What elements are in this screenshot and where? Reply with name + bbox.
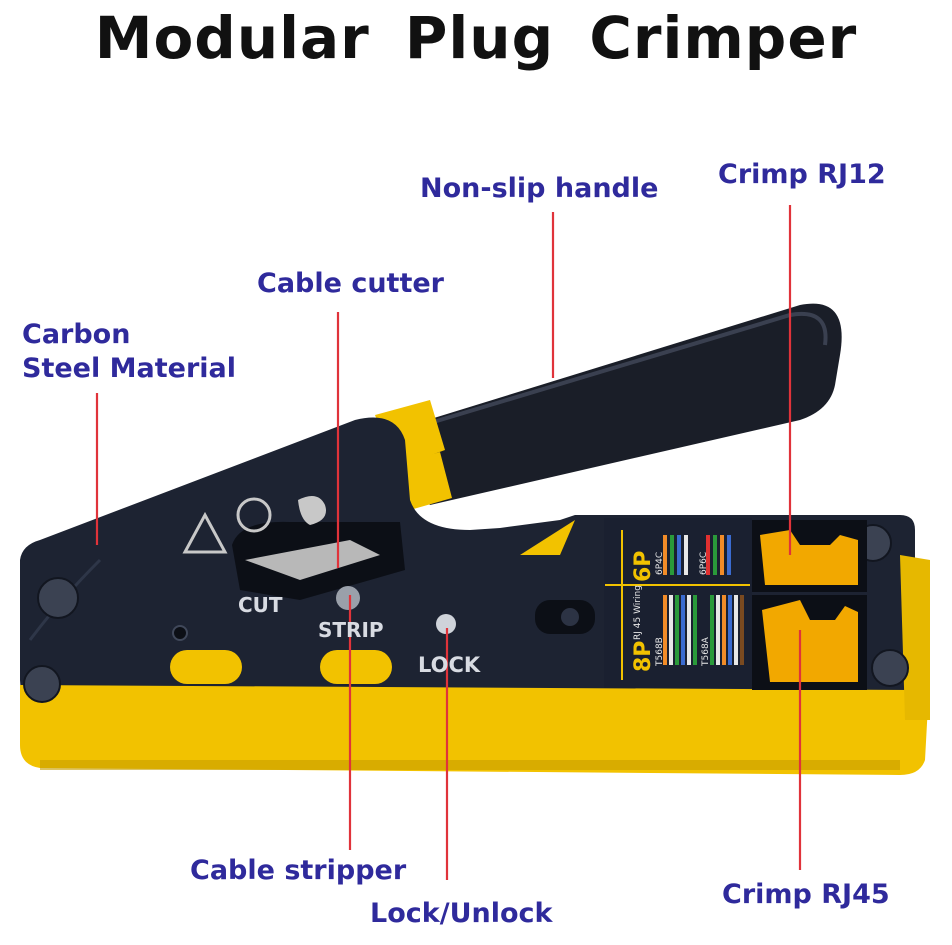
- callout-non-slip-handle: Non-slip handle: [420, 173, 659, 204]
- non-slip-handle-shape: [375, 303, 842, 510]
- marking-6p: 6P: [631, 551, 656, 582]
- crimp-dies: [752, 520, 867, 690]
- marking-8p: 8P: [631, 641, 656, 672]
- yellow-base: [20, 520, 930, 775]
- callout-crimp-rj45: Crimp RJ45: [722, 879, 890, 910]
- callout-crimp-rj12: Crimp RJ12: [718, 159, 886, 190]
- warning-icons: [182, 496, 326, 554]
- marking-t568a: T568A: [701, 636, 711, 667]
- marking-6p4c: 6P4C: [655, 552, 665, 575]
- marking-rj45-wiring: RJ 45 Wiring: [633, 585, 643, 640]
- lock-marking: LOCK: [418, 653, 481, 677]
- callout-cable-cutter: Cable cutter: [257, 268, 444, 299]
- strip-marking: STRIP: [318, 618, 384, 642]
- leader-lines: [95, 205, 802, 880]
- callout-lock-unlock: Lock/Unlock: [370, 898, 553, 929]
- page-title: Modular Plug Crimper: [94, 4, 858, 72]
- lock-knob: [436, 614, 456, 634]
- marking-t568b: T568B: [655, 637, 665, 667]
- strip-button: [320, 650, 392, 684]
- marking-6p6c: 6P6C: [699, 552, 709, 575]
- cut-marking: CUT: [238, 593, 283, 617]
- wiring-chart: [604, 518, 752, 688]
- callout-carbon-line1: Carbon: [22, 319, 131, 350]
- cutter-window: [232, 521, 405, 610]
- cut-button: [170, 650, 242, 684]
- callout-cable-stripper: Cable stripper: [190, 855, 407, 886]
- callout-carbon-steel: Carbon Steel Material: [22, 318, 236, 386]
- callout-carbon-line2: Steel Material: [22, 353, 236, 384]
